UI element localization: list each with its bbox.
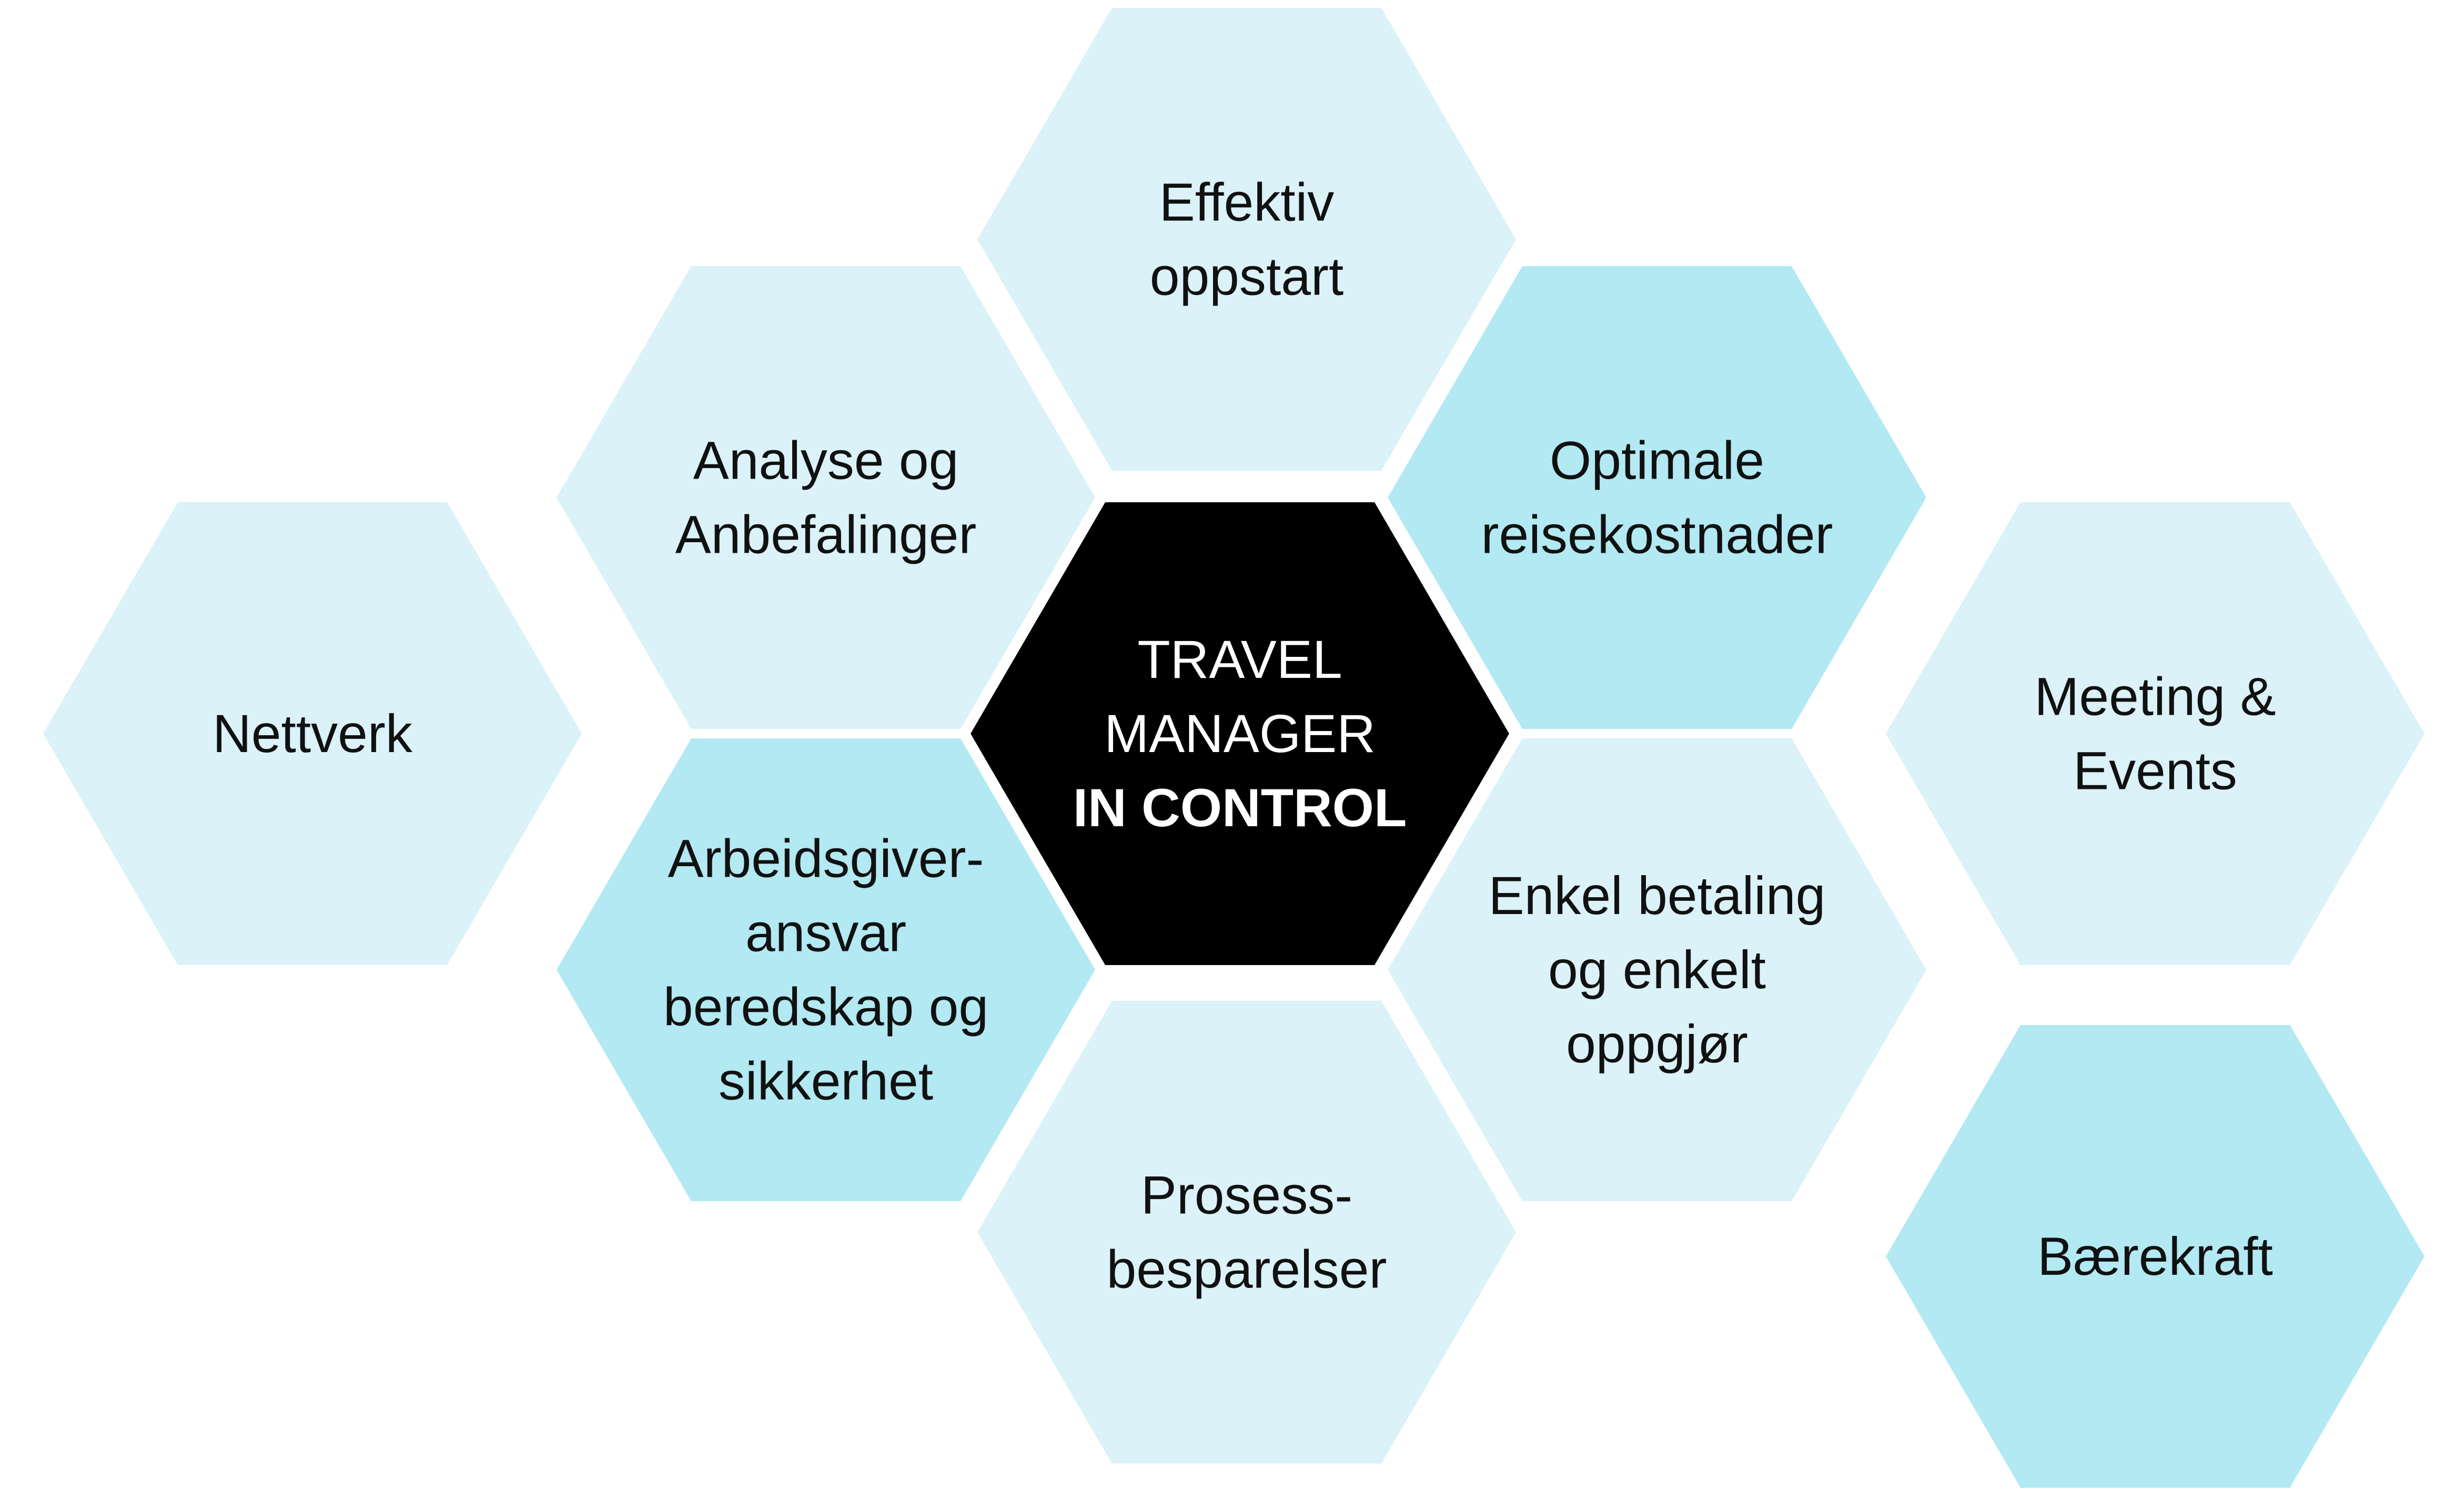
hexagon-shape: [1379, 731, 1935, 1209]
hexagon-label: besparelser: [1107, 1240, 1387, 1300]
hexagon-label: Nettverk: [213, 704, 413, 764]
hex-enkel-betaling: Enkel betaling og enkelt oppgjør: [1379, 731, 1935, 1209]
hexagon-label: oppgjør: [1566, 1014, 1748, 1074]
hexagon-label: Meeting &: [2034, 667, 2276, 727]
hex-optimale: Optimale reisekostnader: [1379, 259, 1935, 736]
hexagon-label: sikkerhet: [719, 1051, 933, 1111]
hexagon-label: Anbefalinger: [675, 505, 977, 565]
hexagon-label: Effektiv: [1159, 172, 1335, 232]
hexagon-label: reisekostnader: [1481, 505, 1833, 565]
hexagon-shape: [548, 731, 1104, 1209]
hexagon-label: Arbeidsgiver-: [668, 829, 984, 889]
hexagon-shape: [1877, 1018, 2433, 1495]
hexagon-shape: [962, 495, 1518, 972]
hexagon-shape: [1877, 495, 2433, 972]
hexagon-label: IN CONTROL: [1073, 778, 1407, 838]
hexagon-label: Optimale: [1550, 431, 1764, 491]
hex-meeting-events: Meeting & Events: [1877, 495, 2433, 972]
hex-arbeidsgiver: Arbeidsgiver-ansvar beredskap og sikkerhet: [548, 731, 1104, 1209]
hexagon-label: MANAGER: [1104, 704, 1376, 764]
hexagon-label: TRAVEL: [1137, 630, 1342, 689]
hexagon-shape: [34, 495, 591, 972]
hexagon-label: Enkel betaling: [1489, 866, 1826, 926]
hex-baerekraft: Bærekraft: [1877, 1018, 2433, 1495]
hexagon-shape: [968, 993, 1525, 1471]
hexagon-label: ansvar: [745, 903, 906, 963]
hexagon-shape: [968, 1, 1525, 478]
hex-effektiv-oppstart: Effektiv oppstart: [968, 1, 1525, 478]
hex-prosess: Prosess-besparelser: [968, 993, 1525, 1471]
hexagon-label: oppstart: [1150, 247, 1344, 307]
hexagon-label: og enkelt: [1548, 940, 1766, 1000]
hexagon-label: beredskap og: [663, 977, 988, 1037]
hex-nettverk: Nettverk: [34, 495, 591, 972]
hexagon-label: Prosess-: [1141, 1165, 1352, 1225]
hex-center: TRAVEL MANAGER IN CONTROL: [962, 495, 1518, 972]
hexagon-label: Analyse og: [693, 431, 959, 491]
hexagon-label: Events: [2073, 741, 2237, 801]
hexagon-label: Bærekraft: [2037, 1226, 2273, 1286]
